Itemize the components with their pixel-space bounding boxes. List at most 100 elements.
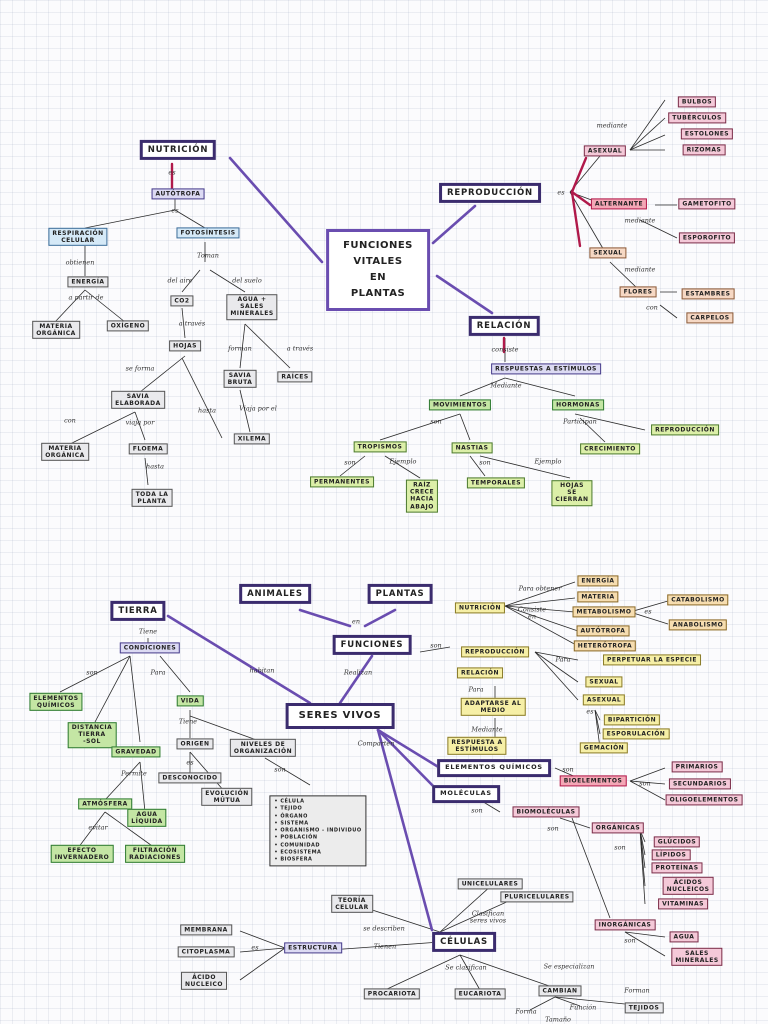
bulbos-node: BULBOS (677, 96, 717, 108)
connector-label: Ejemplo (534, 457, 562, 466)
tejidos-node: TEJIDOS (624, 1002, 664, 1014)
crecimiento-node: CRECIMIENTO (580, 443, 640, 455)
efecto-invernadero-node: EFECTO INVERNADERO (50, 844, 114, 864)
evolucion-node: EVOLUCIÓN MÚTUA (201, 787, 253, 807)
lipidos-node: LÍPIDOS (651, 849, 691, 861)
connector-label: del aire (167, 276, 193, 285)
connector-label: mediante (624, 216, 656, 225)
gravedad-node: GRAVEDAD (111, 746, 161, 758)
connector-label: Realizan (343, 668, 373, 677)
animales-node: ANIMALES (239, 583, 311, 605)
connector-label: Tiene (178, 717, 198, 726)
materia-organica-2-node: MATERIA ORGÁNICA (41, 442, 89, 462)
temporales-node: TEMPORALES (466, 477, 526, 489)
connector-label: son (614, 843, 626, 852)
connector-label: Para obtener (518, 584, 562, 593)
permanentes-node: PERMANENTES (310, 476, 374, 488)
connector-label: Para (468, 685, 484, 694)
connector-label: son (562, 765, 574, 774)
niveles-organizacion-node: NIVELES DE ORGANIZACIÓN (229, 738, 297, 758)
relacion-fn-node: RELACIÓN (457, 667, 503, 679)
connector-label: Tienen (373, 942, 397, 951)
agua-liquida-node: AGUA LÍQUIDA (127, 808, 167, 828)
inorganicas-node: INORGÁNICAS (594, 919, 656, 931)
acido-nucleico-node: ÁCIDO NUCLEICO (181, 971, 227, 991)
adaptarse-node: ADAPTARSE AL MEDIO (460, 697, 526, 717)
esporofito-node: ESPOROFITO (678, 232, 736, 244)
distancia-tierra-sol-node: DISTANCIA TIERRA -SOL (67, 722, 117, 748)
connector-label: es (186, 758, 194, 767)
connector-label: Forman (624, 986, 650, 995)
celulas-node: CÉLULAS (432, 931, 496, 953)
acidos-nucleicos-node: ÁCIDOS NUCLEICOS (662, 876, 714, 896)
respiracion-celular-node: RESPIRACIÓN CELULAR (48, 227, 108, 247)
connector-label: forman (228, 344, 252, 353)
reproduccion-node: REPRODUCCIÓN (439, 182, 541, 204)
organicas-node: ORGÁNICAS (591, 822, 645, 834)
xilema-node: XILEMA (233, 433, 271, 445)
cambian-node: CAMBIAN (538, 985, 582, 997)
sexual-node: SEXUAL (589, 247, 627, 259)
membrana-node: MEMBRANA (180, 924, 232, 936)
biomoleculas-node: BIOMOLÉCULAS (512, 806, 580, 818)
connector-label: Se especializan (543, 962, 595, 971)
secundarios-node: SECUNDARIOS (668, 778, 732, 790)
estolones-node: ESTOLONES (680, 128, 734, 140)
connector-label: hasta (198, 406, 216, 415)
connector-label: Se clasifican (445, 963, 487, 972)
esporulacion-node: ESPORULACIÓN (602, 728, 670, 740)
connector-label: Consiste en (517, 605, 547, 621)
connector-label: en (351, 617, 361, 626)
desconocido-node: DESCONOCIDO (158, 772, 222, 784)
nutricion-fn-node: NUTRICIÓN (454, 602, 506, 614)
seres-vivos-node: SERES VIVOS (285, 703, 395, 729)
materia-fn-node: MATERIA (577, 591, 619, 603)
connector-label: hasta (146, 462, 164, 471)
reproduccion-fn-node: REPRODUCCIÓN (461, 646, 529, 658)
oligoelementos-node: OLIGOELEMENTOS (665, 794, 743, 806)
movimientos-node: MOVIMIENTOS (428, 399, 492, 411)
connector-label: son (430, 641, 442, 650)
filtracion-node: FILTRACIÓN RADIACIONES (125, 844, 185, 864)
connector-label: se forma (125, 364, 155, 373)
metabolismo-node: METABOLISMO (572, 606, 636, 618)
connector-label: Para (555, 655, 571, 664)
connector-label: del suelo (232, 276, 262, 285)
connector-label: Toman (197, 251, 219, 260)
vida-node: VIDA (176, 695, 204, 707)
connector-label: mediante (596, 121, 628, 130)
savia-bruta-node: SAVIA BRUTA (223, 369, 257, 389)
tropismos-node: TROPISMOS (353, 441, 407, 453)
connector-label: son (86, 668, 98, 677)
connector-label: Función (569, 1003, 597, 1012)
connector-label: habitan (249, 666, 275, 675)
connector-label: Ejemplo (389, 457, 417, 466)
elementos-quimicos-node: ELEMENTOS QUÍMICOS (29, 692, 83, 712)
hojas-se-cierran-node: HOJAS SE CIERRAN (551, 480, 593, 506)
elementos-quimicos-bv-node: ELEMENTOS QUÍMICOS (437, 759, 551, 777)
agua-inorganica-node: AGUA (669, 931, 699, 943)
connector-label: es (168, 168, 176, 177)
connector-label: Clasifican seres vivos (469, 909, 507, 925)
gametofito-node: GAMETOFITO (678, 198, 736, 210)
sales-minerales-node: SALES MINERALES (671, 947, 723, 967)
fotosintesis-node: FOTOSÍNTESIS (176, 227, 240, 239)
plantas-node: PLANTAS (367, 583, 433, 605)
connector-label: son (471, 806, 483, 815)
connector-label: se describen (363, 924, 405, 933)
citoplasma-node: CITOPLASMA (177, 946, 235, 958)
glucidos-node: GLÚCIDOS (653, 836, 701, 848)
connector-label: Viaja por el (239, 404, 277, 413)
connector-label: es (586, 707, 594, 716)
funciones-node: FUNCIONES (332, 634, 412, 656)
teoria-celular-node: TEORÍA CELULAR (331, 894, 373, 914)
oxigeno-node: OXÍGENO (106, 320, 150, 332)
connector-label: son (430, 417, 442, 426)
connector-label: Mediante (490, 381, 522, 390)
connector-label: Tiene (138, 627, 158, 636)
rizomas-node: RIZOMAS (682, 144, 726, 156)
biparticion-node: BIPARTICIÓN (603, 714, 661, 726)
moleculas-node: MOLÉCULAS (432, 785, 500, 803)
connector-label: son (547, 824, 559, 833)
